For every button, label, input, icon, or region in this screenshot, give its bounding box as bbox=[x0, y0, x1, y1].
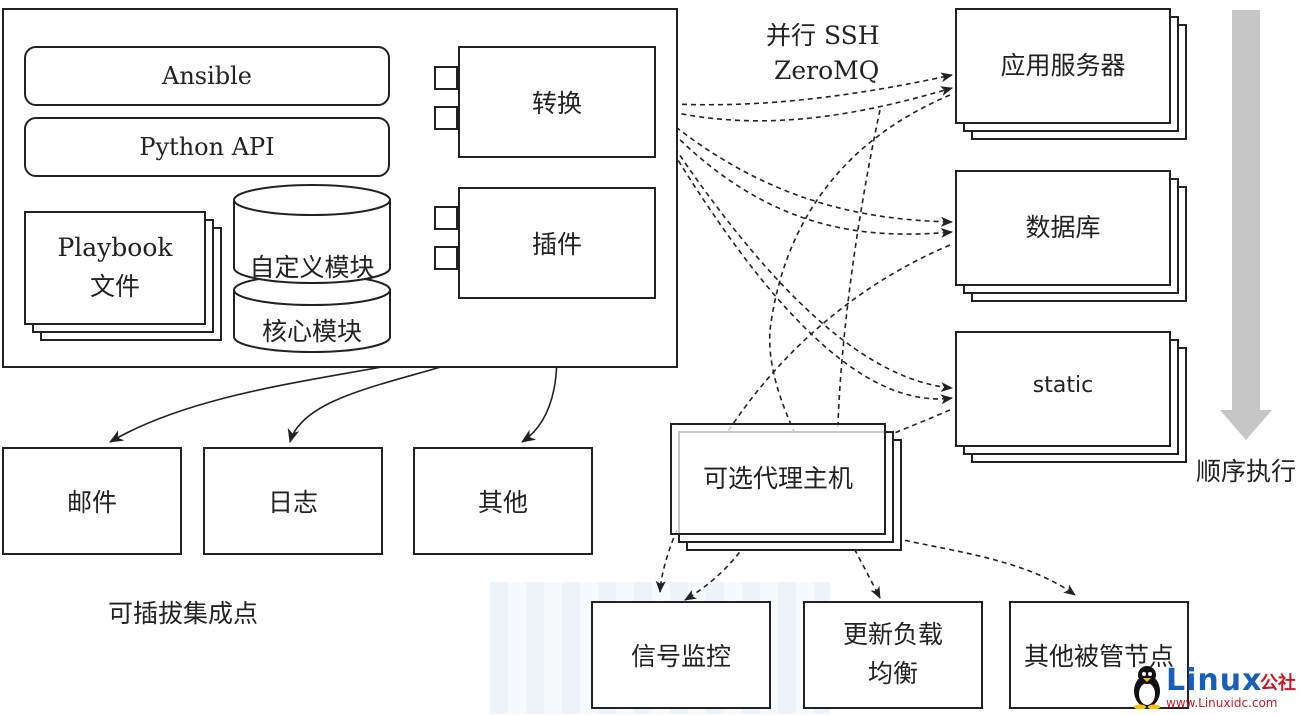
transform-port-icon bbox=[434, 66, 458, 90]
arrow-db-to-monitor bbox=[655, 244, 951, 593]
ansible-label: Ansible bbox=[161, 62, 253, 90]
arrow-transform-to-app-2 bbox=[654, 86, 953, 122]
other-managed-label: 其他被管节点 bbox=[1023, 642, 1174, 671]
custom-modules-label: 自定义模块 bbox=[249, 253, 375, 282]
arrow-transform-to-db bbox=[654, 109, 953, 227]
logo-brand: Linux bbox=[1166, 663, 1263, 698]
plugins-label: 插件 bbox=[531, 230, 582, 259]
sequential-arrow-shape bbox=[1220, 10, 1272, 440]
log-label: 日志 bbox=[267, 488, 318, 517]
transport-zeromq-label: ZeroMQ bbox=[774, 56, 880, 85]
load-balancer-label: 更新负载 均衡 bbox=[842, 620, 943, 688]
python-api-label: Python API bbox=[139, 133, 275, 161]
arrow-transform-to-app bbox=[654, 72, 953, 106]
ansible-box: Ansible bbox=[24, 46, 390, 106]
penguin-icon bbox=[1134, 666, 1160, 709]
transport-ssh-label: 并行 SSH bbox=[766, 21, 880, 50]
pluggable-caption: 可插拔集成点 bbox=[108, 599, 259, 628]
signal-monitor-label: 信号监控 bbox=[630, 642, 731, 671]
app-server-label: 应用服务器 bbox=[1000, 51, 1126, 81]
logo-suffix: 公社 bbox=[1260, 673, 1296, 694]
other-integration: 其他 bbox=[413, 447, 593, 555]
linux-community-logo: Linux 公社 www.Linuxidc.com bbox=[1130, 663, 1300, 713]
transform-label: 转换 bbox=[531, 89, 582, 118]
logo-url: www.Linuxidc.com bbox=[1166, 696, 1278, 710]
plugins-component: 插件 bbox=[458, 187, 656, 299]
core-modules-label: 核心模块 bbox=[261, 317, 362, 346]
plugins-port-icon bbox=[434, 246, 458, 270]
other-label: 其他 bbox=[477, 488, 528, 517]
python-api-box: Python API bbox=[24, 117, 390, 177]
transform-component: 转换 bbox=[458, 46, 656, 158]
signal-monitor-node: 信号监控 bbox=[591, 601, 771, 709]
sequential-label: 顺序执行 bbox=[1196, 457, 1297, 486]
mail-integration: 邮件 bbox=[2, 447, 182, 555]
log-integration: 日志 bbox=[203, 447, 383, 555]
static-label: static bbox=[1032, 373, 1094, 398]
plugins-port-icon bbox=[434, 206, 458, 230]
load-balancer-node: 更新负载 均衡 bbox=[803, 601, 983, 709]
transform-port-icon bbox=[434, 106, 458, 130]
arrow-transform-to-static-2 bbox=[654, 121, 953, 405]
database-label: 数据库 bbox=[1025, 213, 1101, 243]
arrow-transform-to-static bbox=[654, 117, 953, 393]
mail-label: 邮件 bbox=[66, 488, 117, 517]
proxy-host-label: 可选代理主机 bbox=[702, 464, 853, 494]
playbook-label: Playbook 文件 bbox=[57, 233, 173, 301]
arrow-transform-to-db-2 bbox=[654, 113, 953, 238]
